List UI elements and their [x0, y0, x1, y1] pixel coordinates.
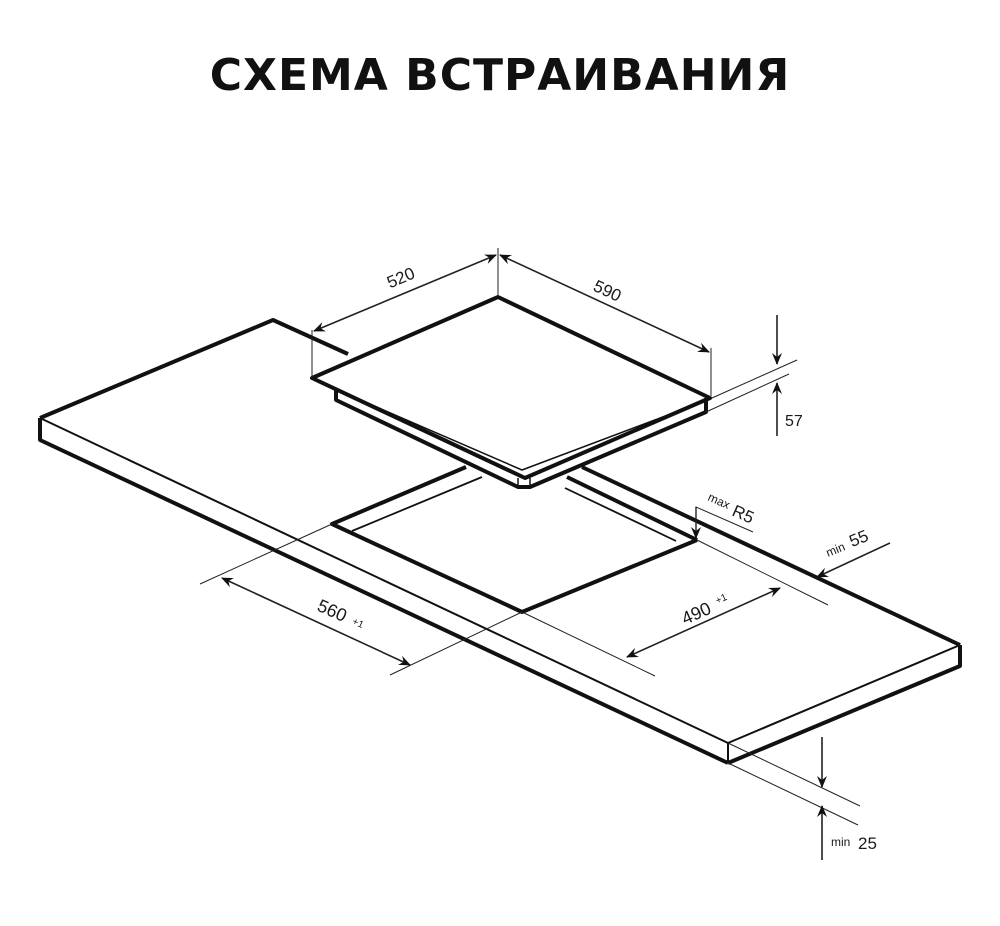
dim-counter-thickness: min 25: [831, 834, 877, 853]
dim-hob-height: 57: [785, 413, 803, 430]
dim-hob-depth: 520: [384, 264, 418, 293]
cutout: [330, 465, 698, 614]
svg-text:+1: +1: [714, 592, 729, 607]
svg-text:min: min: [824, 540, 847, 560]
dim-cutout-width: 560 +1: [314, 595, 365, 631]
dim-hob-width: 590: [590, 276, 624, 305]
svg-text:+1: +1: [350, 616, 365, 631]
dim-cutout-depth: 490 +1: [678, 592, 729, 629]
countertop: [38, 318, 962, 765]
dimension-lines: [199, 248, 891, 860]
page-title: СХЕМА ВСТРАИВАНИЯ: [209, 50, 791, 101]
svg-text:max: max: [706, 490, 732, 512]
svg-text:560: 560: [314, 595, 350, 625]
svg-text:25: 25: [858, 834, 877, 853]
svg-text:55: 55: [846, 526, 871, 551]
svg-text:min: min: [831, 835, 850, 849]
svg-text:490: 490: [678, 598, 714, 628]
